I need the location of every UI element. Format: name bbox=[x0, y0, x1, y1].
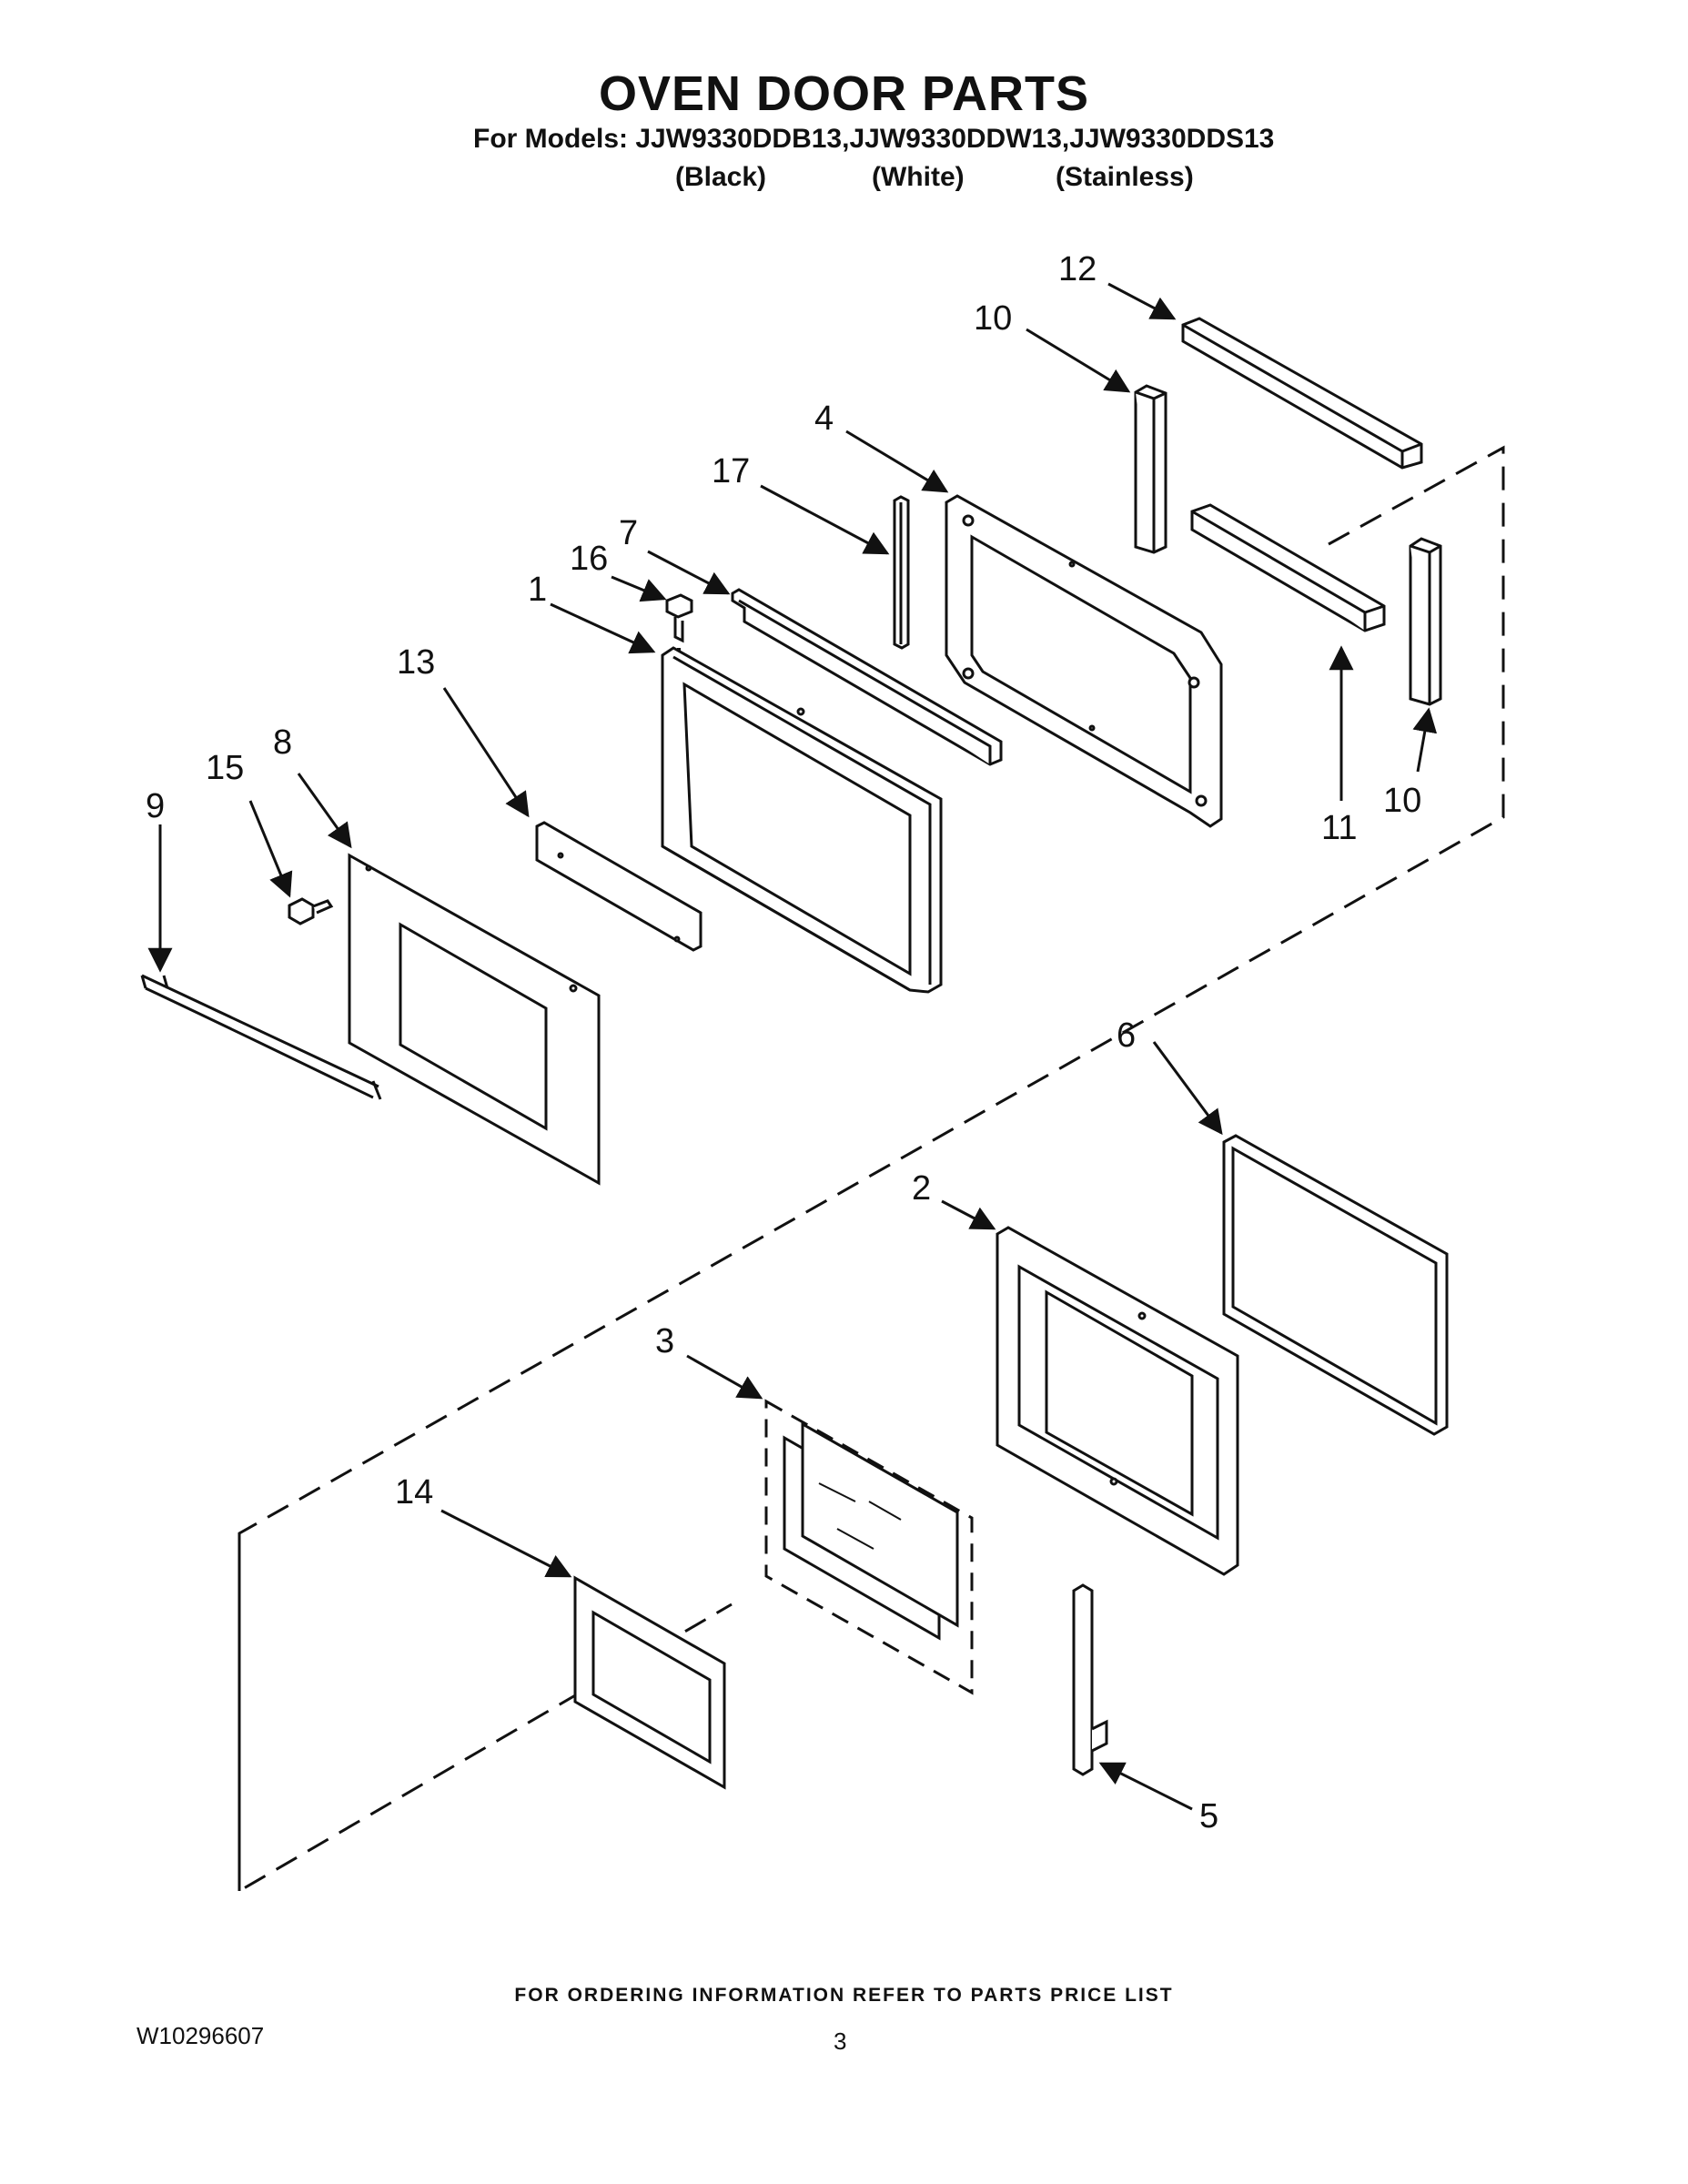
callout-14: 14 bbox=[395, 1473, 433, 1512]
callout-16: 16 bbox=[570, 540, 608, 578]
part-14-outer-glass bbox=[573, 1575, 726, 1790]
part-8-outer-door-glass-panel bbox=[348, 853, 601, 1186]
callout-3: 3 bbox=[655, 1322, 674, 1360]
callout-2: 2 bbox=[912, 1169, 931, 1208]
callout-6: 6 bbox=[1117, 1016, 1136, 1055]
part-12-top-insulation bbox=[1181, 317, 1423, 470]
callout-17: 17 bbox=[712, 452, 750, 490]
callout-leaders bbox=[147, 282, 1438, 1811]
callout-1: 1 bbox=[528, 571, 547, 609]
model-list: For Models: JJW9330DDB13,JJW9330DDW13,JJ… bbox=[473, 124, 1275, 154]
finish-stainless-label: (Stainless) bbox=[1056, 162, 1194, 192]
callout-15: 15 bbox=[206, 749, 244, 787]
ordering-note: FOR ORDERING INFORMATION REFER TO PARTS … bbox=[514, 1985, 1174, 2006]
part-3-door-glass-pack bbox=[764, 1399, 974, 1695]
callout-9: 9 bbox=[146, 787, 165, 825]
part-15-handle-screw bbox=[288, 897, 334, 925]
part-16-screw bbox=[665, 593, 693, 657]
callout-8: 8 bbox=[273, 723, 292, 762]
callout-12: 12 bbox=[1058, 250, 1097, 288]
part-10-side-insulation-upper bbox=[1134, 384, 1167, 554]
part-2-inner-door-liner bbox=[996, 1226, 1239, 1576]
callout-7: 7 bbox=[619, 514, 638, 552]
finish-black-label: (Black) bbox=[675, 162, 767, 192]
callout-10-lower: 10 bbox=[1383, 782, 1421, 820]
callout-11: 11 bbox=[1321, 809, 1357, 847]
part-9-door-handle bbox=[140, 974, 382, 1100]
page-number: 3 bbox=[834, 2027, 847, 2055]
finish-white-label: (White) bbox=[872, 162, 965, 192]
part-10-side-insulation-lower bbox=[1409, 537, 1442, 706]
callout-13: 13 bbox=[397, 643, 435, 682]
part-6-door-gasket bbox=[1222, 1134, 1449, 1436]
page-title: OVEN DOOR PARTS bbox=[598, 66, 1090, 121]
part-11-bottom-insulation bbox=[1190, 503, 1386, 632]
part-13-vent-strip bbox=[535, 821, 702, 952]
callout-4: 4 bbox=[814, 399, 834, 438]
part-4-inner-door-panel bbox=[945, 494, 1223, 828]
assembly-boundary bbox=[238, 445, 1505, 1894]
callout-10-upper: 10 bbox=[974, 299, 1012, 338]
part-17-door-bracket bbox=[893, 495, 910, 650]
part-7-door-channel bbox=[731, 588, 1003, 766]
part-5-door-hinge bbox=[1072, 1583, 1108, 1776]
document-number: W10296607 bbox=[136, 2022, 265, 2049]
callout-5: 5 bbox=[1199, 1797, 1218, 1835]
part-1-door-frame bbox=[661, 646, 943, 994]
